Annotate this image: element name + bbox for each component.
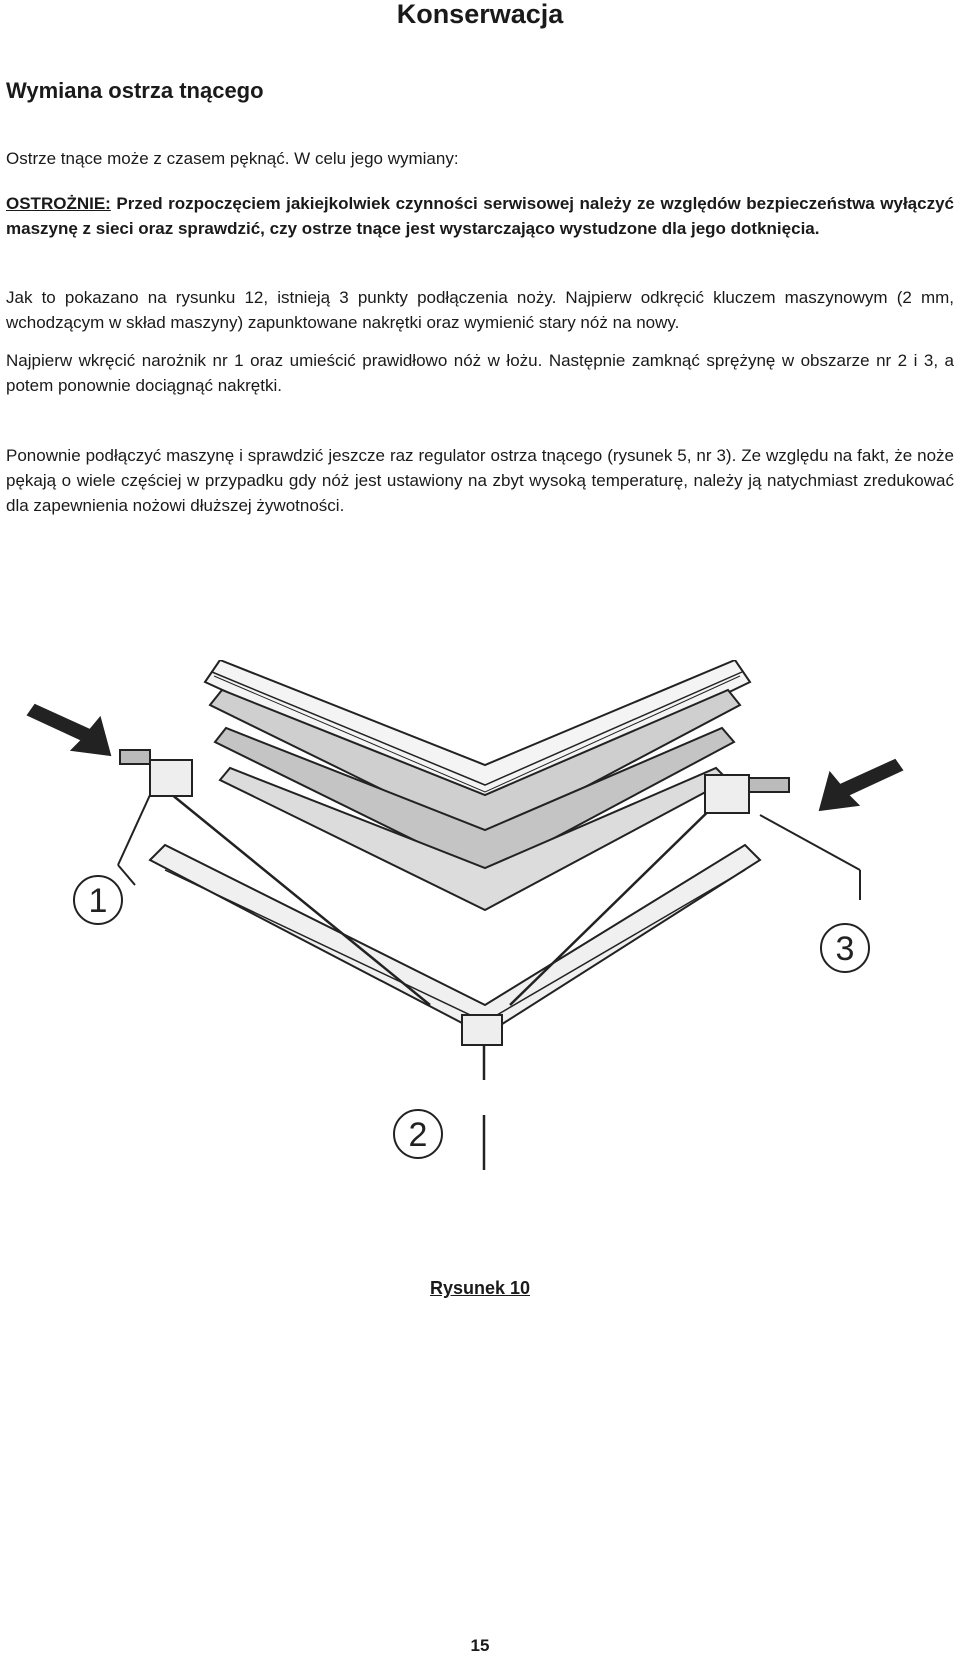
paragraph-reconnect: Ponownie podłączyć maszynę i sprawdzić j… [6,446,954,515]
right-arrow-icon [818,758,904,812]
paragraph-connection-points: Jak to pokazano na rysunku 12, istnieją … [6,288,954,332]
callout-label-1: 1 [89,882,108,920]
blade-strip [218,766,730,912]
page-number: 15 [470,1636,490,1655]
page-title: Konserwacja [396,0,564,29]
left-arrow-icon [26,703,112,757]
left-connector-block [149,759,193,797]
intro-paragraph: Ostrze tnące może z czasem pęknąć. W cel… [6,149,459,168]
callout-circle-1 [73,875,123,925]
right-connector-block [704,774,750,814]
callout-label-2: 2 [409,1116,428,1154]
caution-label: OSTROŻNIE: [6,194,111,213]
caution-text: Przed rozpoczęciem jakiejkolwiek czynnoś… [6,194,954,238]
callout-label-3: 3 [836,930,855,968]
callout-circle-3 [820,923,870,973]
callout-circle-2 [393,1109,443,1159]
paragraph-install-steps: Najpierw wkręcić narożnik nr 1 oraz umie… [6,351,954,395]
section-heading: Wymiana ostrza tnącego [6,78,264,103]
figure-caption: Rysunek 10 [429,1278,531,1298]
caution-paragraph: OSTROŻNIE: Przed rozpoczęciem jakiejkolw… [6,191,954,241]
center-connector-block [461,1014,503,1046]
blade-assembly-figure: 1 2 3 [0,660,960,1260]
